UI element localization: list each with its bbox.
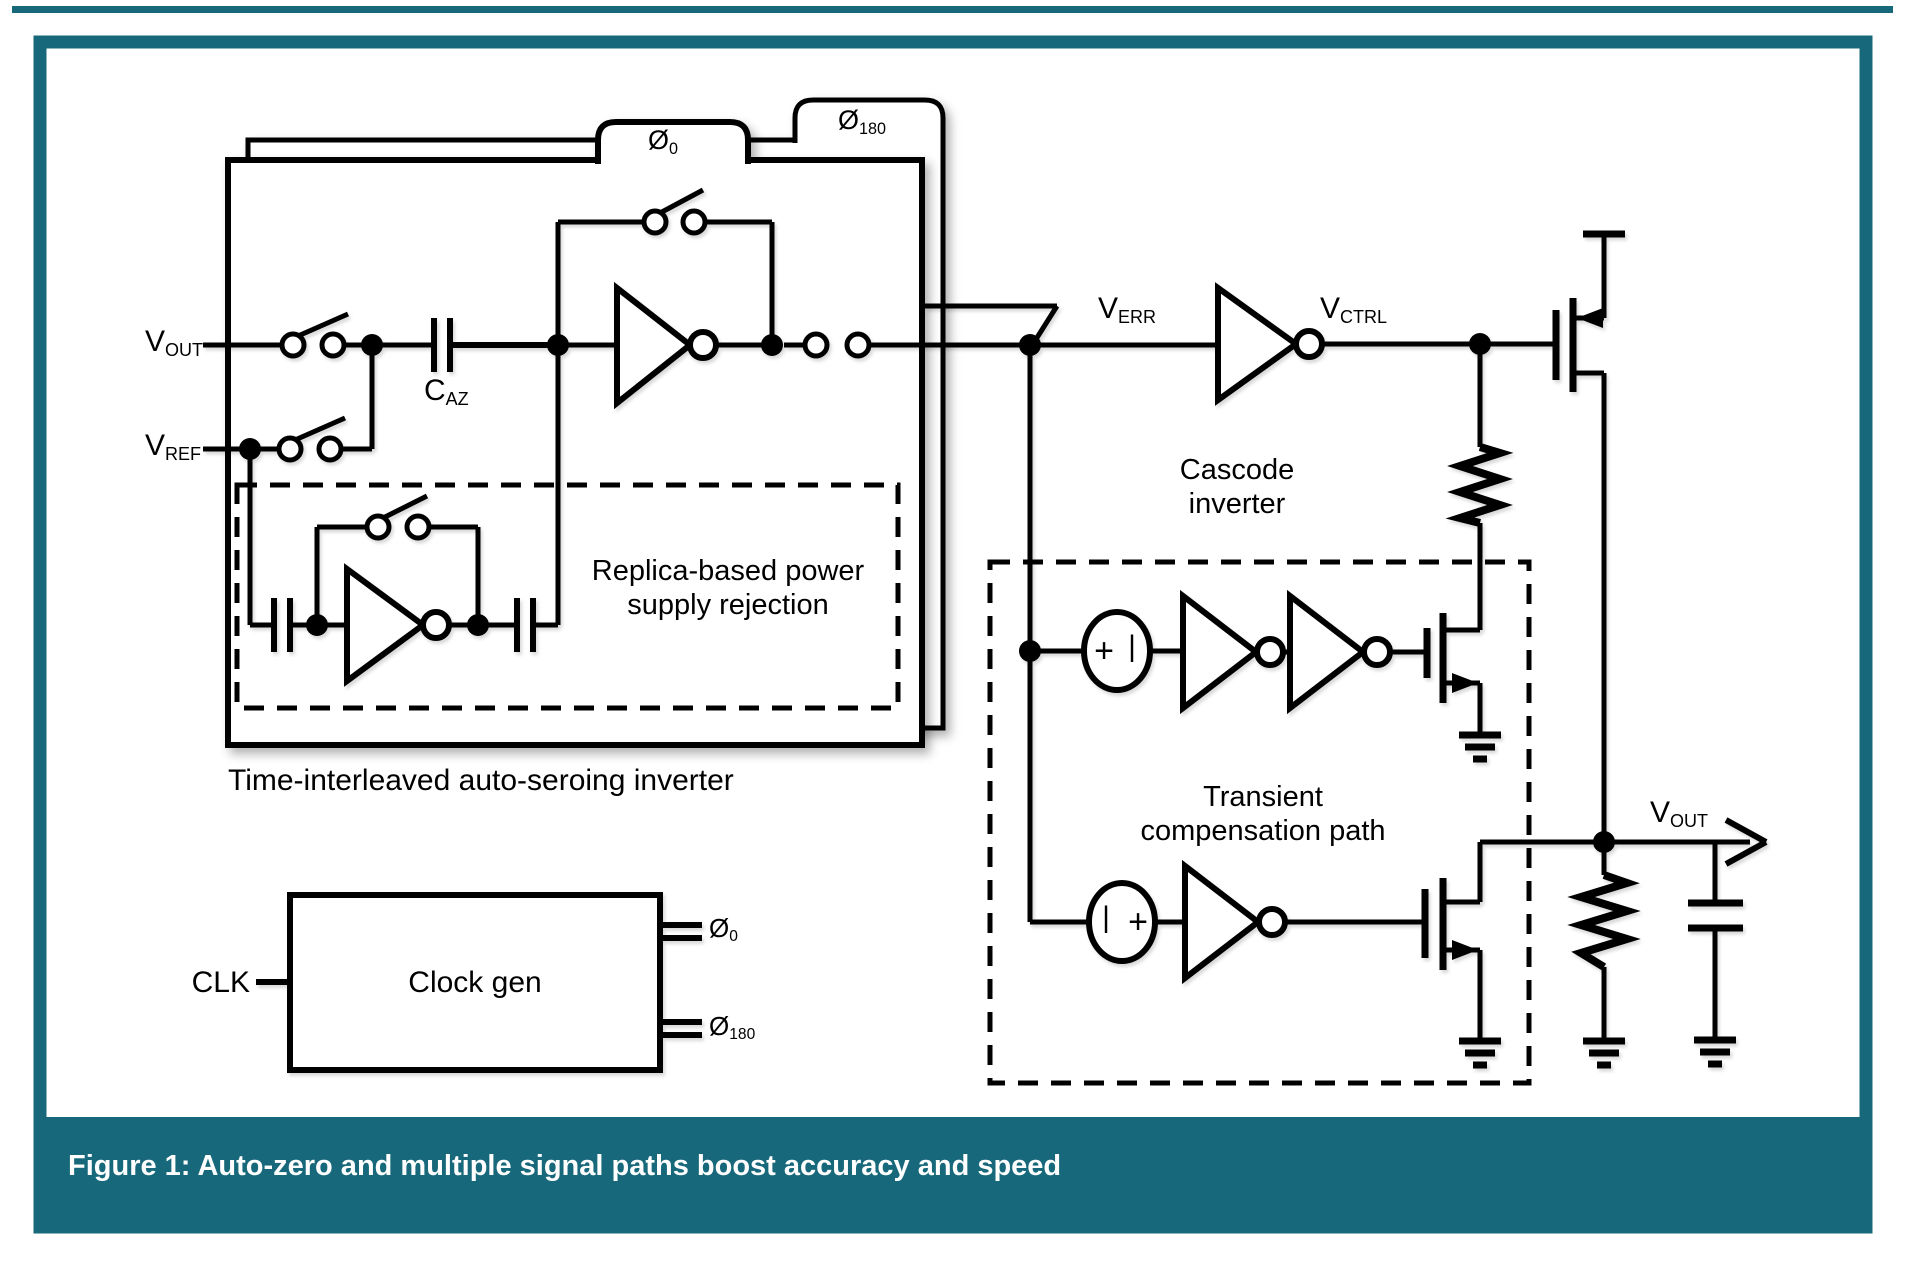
- phase-0-page: [225, 119, 925, 748]
- main-feedback-switch: [555, 187, 775, 345]
- upper-offset-plus: +: [1094, 632, 1114, 670]
- transient-upper-nmos: [1423, 613, 1501, 763]
- phase180-output-label: Ø180: [709, 1011, 756, 1044]
- vout-switch: [279, 311, 350, 359]
- figure-frame: [33, 35, 1873, 1234]
- upper-offset-bar: |: [1128, 630, 1136, 663]
- lower-offset-bar: |: [1102, 901, 1110, 934]
- page-top-rule: [12, 6, 1893, 13]
- vout-input-label: VOUT: [145, 325, 204, 361]
- cascode-label-line1: Cascode: [1179, 454, 1295, 486]
- transient-lower-nmos: [1421, 842, 1501, 1069]
- caz-capacitor: [431, 318, 558, 372]
- transient-label-line1: Transient: [1203, 781, 1323, 813]
- vout-output-label: VOUT: [1650, 796, 1709, 832]
- vctrl-resistor: [1445, 344, 1514, 630]
- clock-gen-label: Clock gen: [408, 966, 542, 999]
- caz-label: CAZ: [424, 374, 469, 410]
- phase0-output-label: Ø0: [709, 913, 738, 946]
- input-wires: [203, 342, 431, 628]
- main-inverter: [558, 281, 772, 410]
- phase180-tab-label: Ø180: [838, 105, 887, 138]
- circuit: [203, 97, 1768, 1086]
- replica-label-line1: Replica-based power: [591, 555, 865, 587]
- vref-label: VREF: [145, 429, 202, 465]
- verr-label: VERR: [1098, 292, 1157, 328]
- replica-feedback-switch: [314, 493, 481, 625]
- time-interleaved-label: Time-interleaved auto-seroing inverter: [228, 764, 734, 797]
- pmos-pass-transistor: [1552, 230, 1625, 842]
- cascode-label-line2: inverter: [1188, 488, 1286, 520]
- replica-label-line2: supply rejection: [627, 589, 829, 621]
- clk-label: CLK: [191, 966, 250, 999]
- output-network: [1480, 817, 1768, 1069]
- replica-circuit: [271, 345, 561, 687]
- transient-label-line2: compensation path: [1140, 815, 1386, 847]
- phase-180-page: [245, 97, 946, 731]
- phase0-tab-label: Ø0: [648, 125, 679, 158]
- phase-output-contacts: [784, 303, 1060, 359]
- vref-switch: [276, 415, 347, 463]
- transient-lower-branch: [1030, 859, 1425, 985]
- vctrl-label: VCTRL: [1320, 292, 1388, 328]
- lower-offset-plus: +: [1128, 903, 1148, 941]
- figure-caption: Figure 1: Auto-zero and multiple signal …: [68, 1150, 1062, 1182]
